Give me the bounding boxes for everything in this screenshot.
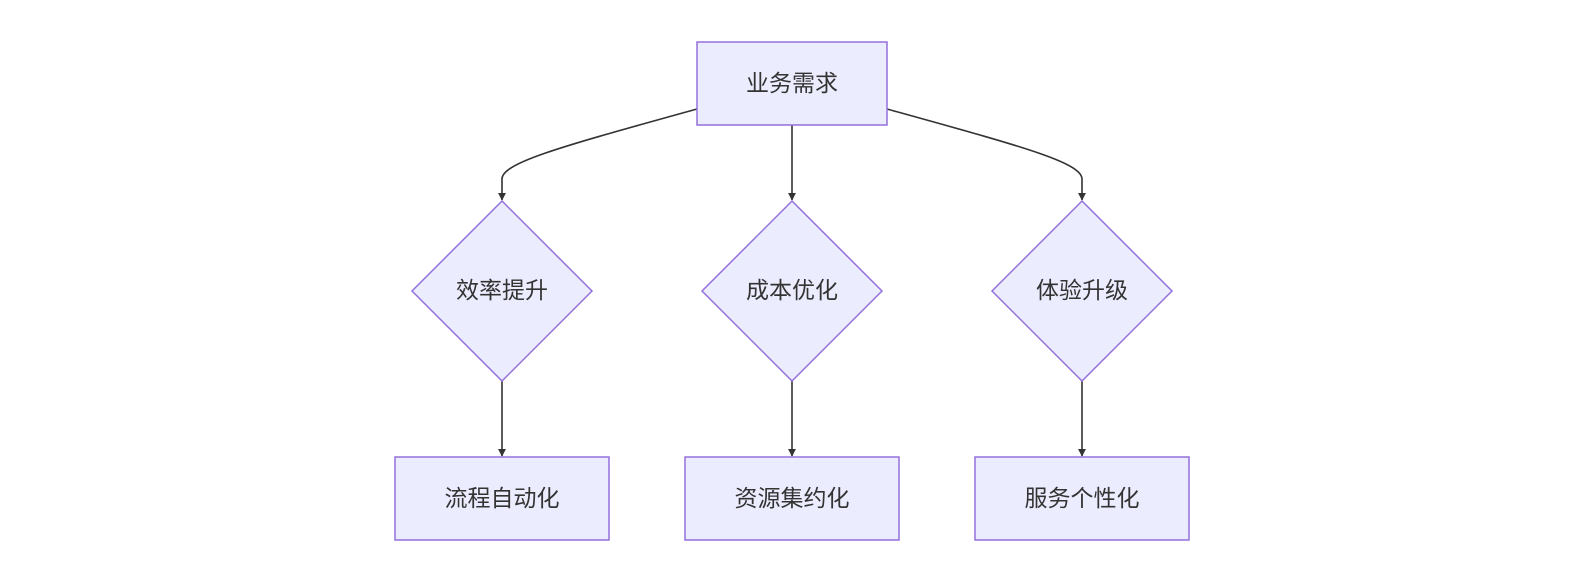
node-automation: 流程自动化 xyxy=(394,456,610,541)
node-root-label: 业务需求 xyxy=(746,71,838,97)
node-consolidation-label: 资源集约化 xyxy=(735,486,850,512)
edge-root-to-efficiency xyxy=(498,108,698,201)
node-personalization-label: 服务个性化 xyxy=(1025,486,1140,512)
node-efficiency: 效率提升 xyxy=(410,199,594,383)
node-experience: 体验升级 xyxy=(990,199,1174,383)
node-cost: 成本优化 xyxy=(700,199,884,383)
node-efficiency-diamond xyxy=(410,199,594,383)
node-root-box xyxy=(696,41,888,126)
node-personalization: 服务个性化 xyxy=(974,456,1190,541)
node-automation-label: 流程自动化 xyxy=(445,486,560,512)
edge-root-to-experience xyxy=(886,108,1086,201)
node-experience-diamond xyxy=(990,199,1174,383)
node-cost-label: 成本优化 xyxy=(746,278,838,304)
node-efficiency-label: 效率提升 xyxy=(456,278,548,304)
edges xyxy=(498,108,1086,457)
node-cost-diamond xyxy=(700,199,884,383)
node-root: 业务需求 xyxy=(696,41,888,126)
node-automation-box xyxy=(394,456,610,541)
node-personalization-box xyxy=(974,456,1190,541)
node-experience-label: 体验升级 xyxy=(1036,278,1128,304)
node-consolidation-box xyxy=(684,456,900,541)
node-consolidation: 资源集约化 xyxy=(684,456,900,541)
